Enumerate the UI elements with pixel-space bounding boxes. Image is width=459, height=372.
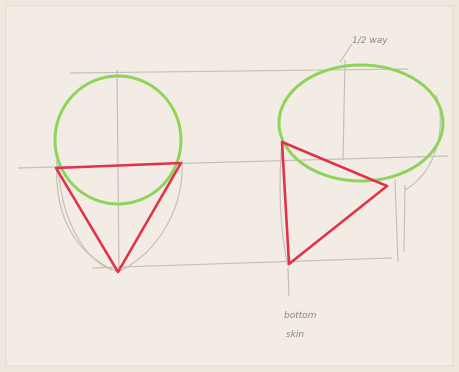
- note-bottom: bottom: [284, 311, 317, 321]
- note-skin: skin: [286, 330, 304, 340]
- note-half-way: 1/2 way: [352, 36, 388, 46]
